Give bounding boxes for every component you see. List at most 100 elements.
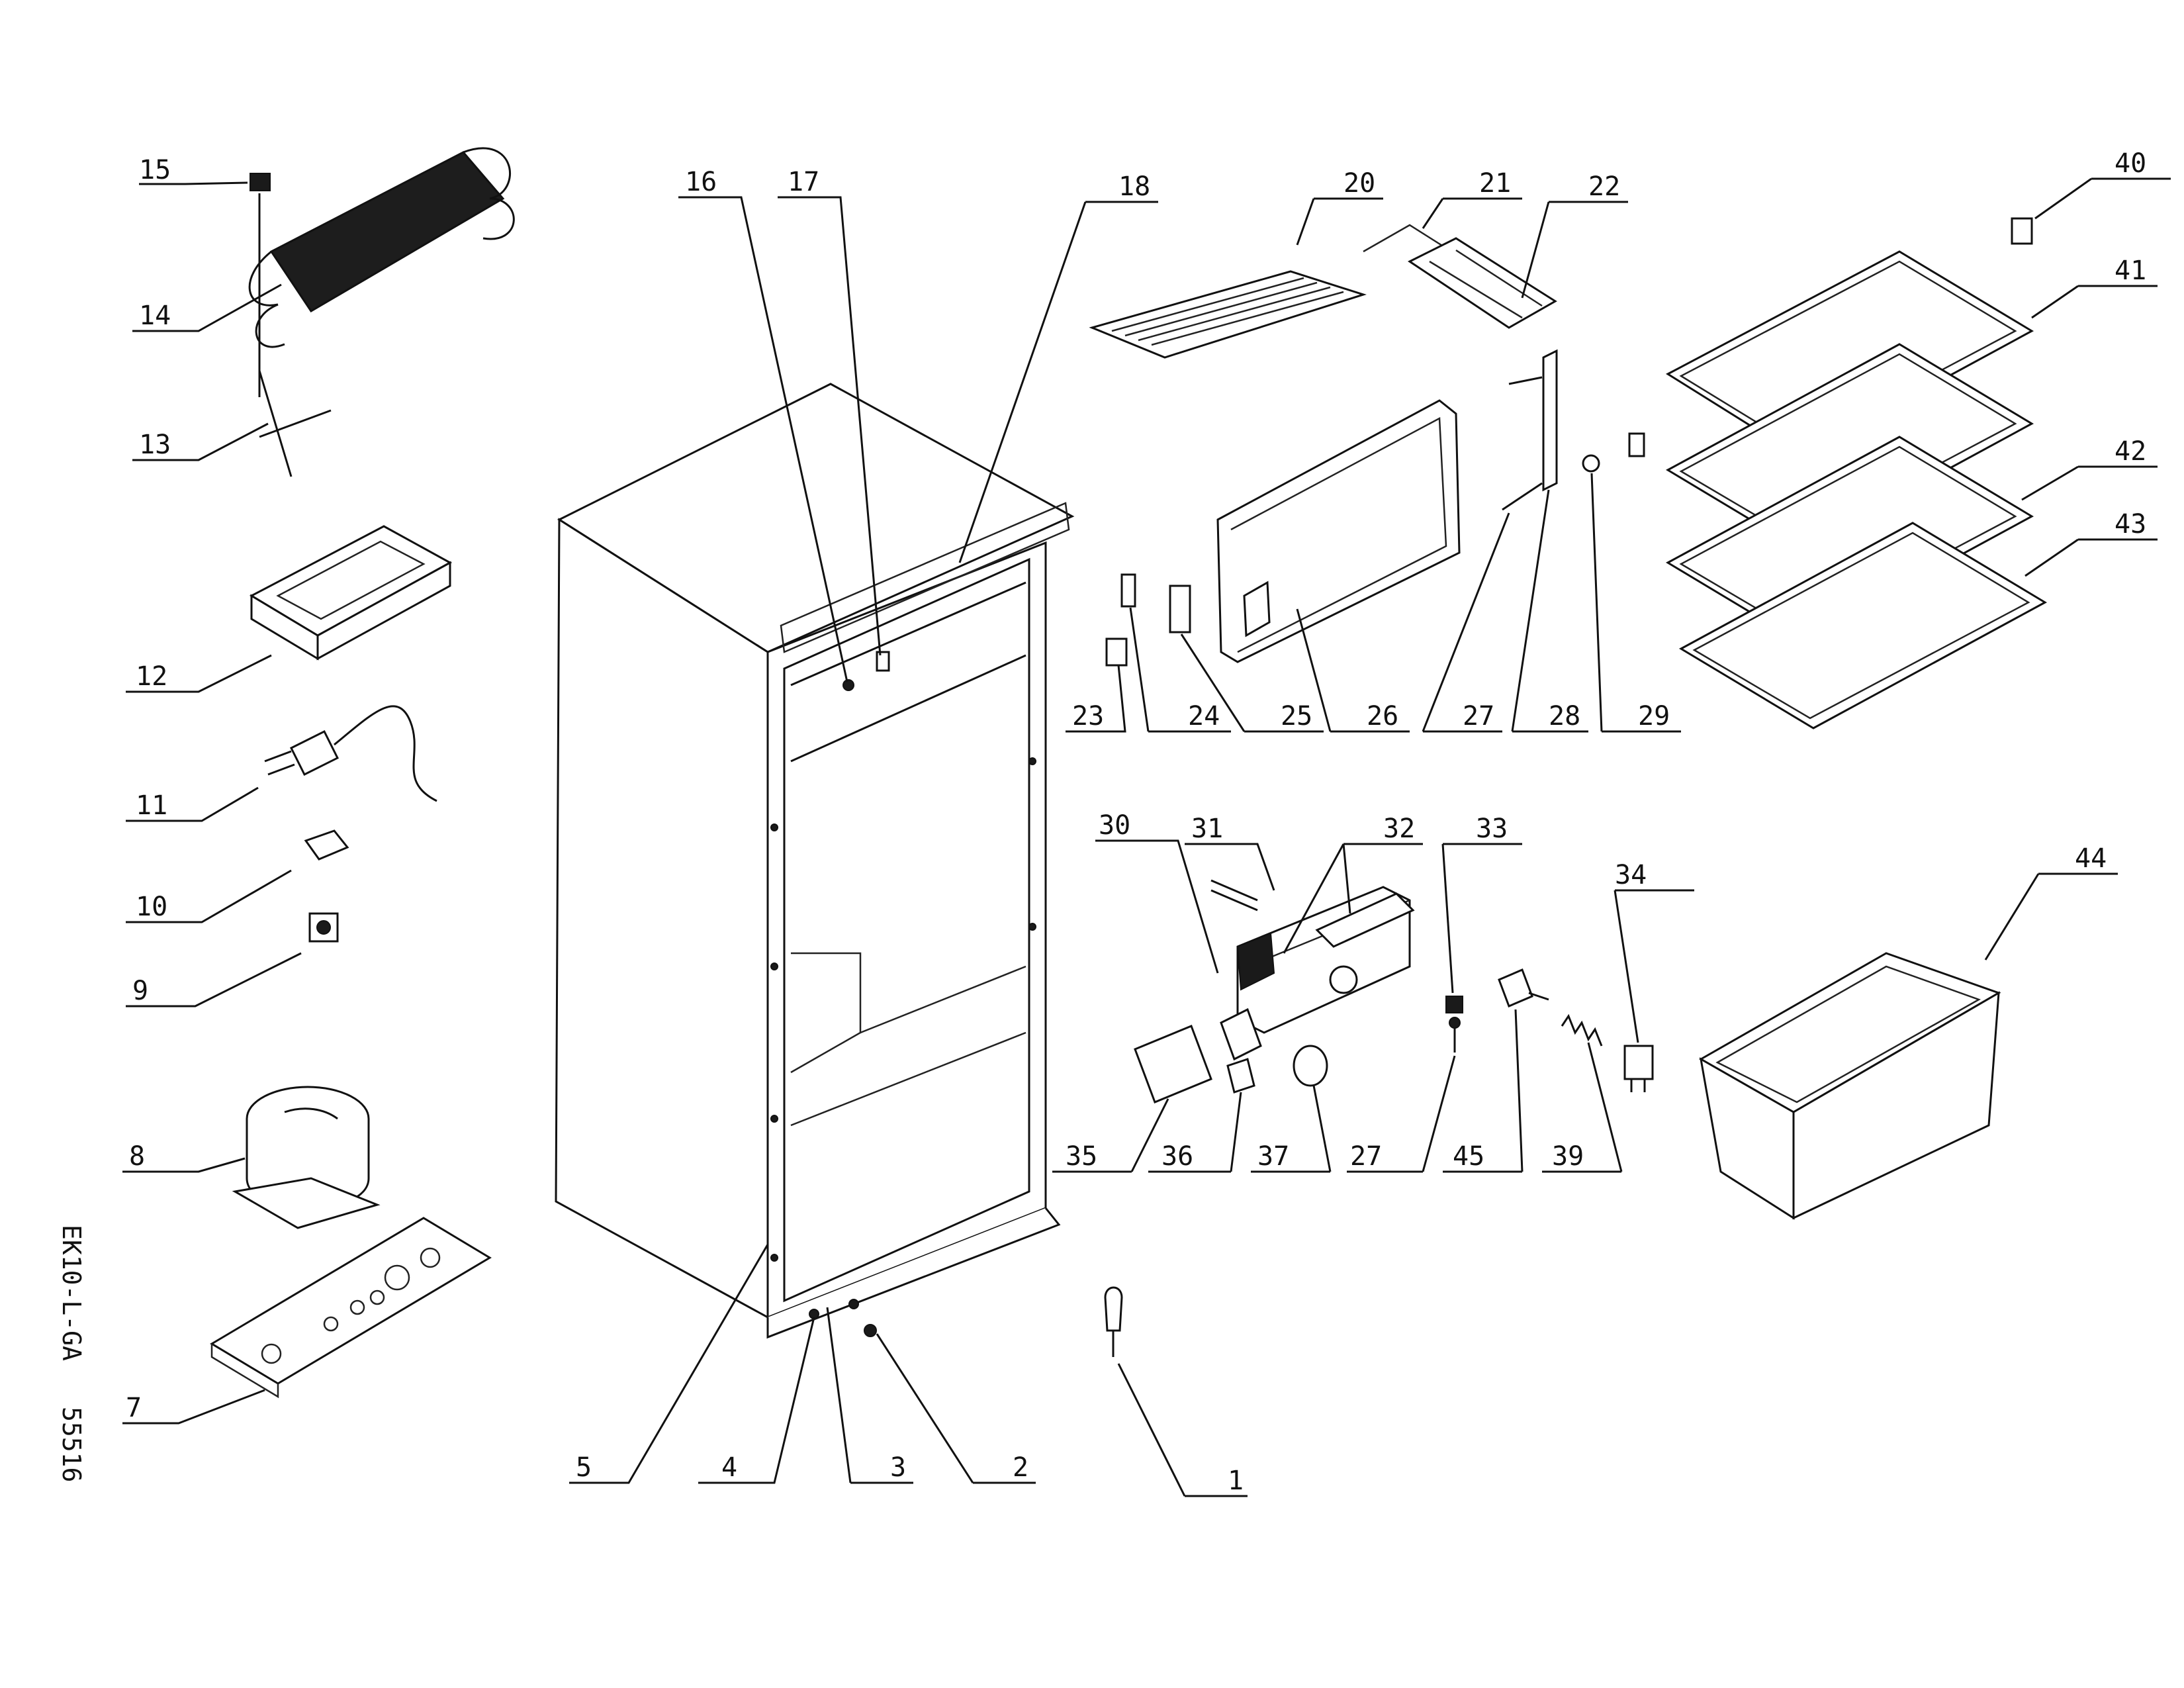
svg-text:11: 11 bbox=[136, 790, 167, 821]
part-12-tray bbox=[249, 525, 453, 661]
svg-text:31: 31 bbox=[1191, 814, 1223, 844]
svg-text:44: 44 bbox=[2075, 843, 2107, 874]
callout-44: 44 bbox=[1984, 843, 2118, 961]
part-33-27-switch-screw bbox=[1445, 996, 1463, 1053]
part-44-crisper-bin bbox=[1698, 952, 2001, 1220]
svg-text:28: 28 bbox=[1549, 701, 1580, 731]
part-14-condenser bbox=[248, 147, 515, 397]
svg-text:37: 37 bbox=[1257, 1141, 1289, 1172]
svg-text:30: 30 bbox=[1099, 810, 1130, 841]
part-39-spring bbox=[1561, 1013, 1603, 1047]
svg-text:24: 24 bbox=[1188, 701, 1220, 731]
svg-text:55516: 55516 bbox=[57, 1407, 86, 1482]
svg-text:13: 13 bbox=[139, 430, 171, 460]
part-30-32-control-panel bbox=[1236, 886, 1415, 1034]
svg-text:1: 1 bbox=[1228, 1466, 1244, 1496]
part-7-base-plate bbox=[210, 1217, 492, 1399]
svg-text:29: 29 bbox=[1638, 701, 1670, 731]
svg-text:33: 33 bbox=[1476, 814, 1508, 844]
svg-text:42: 42 bbox=[2115, 436, 2146, 467]
part-36-lamp bbox=[1220, 1008, 1262, 1094]
callout-24: 24 bbox=[1129, 607, 1231, 733]
svg-text:18: 18 bbox=[1118, 171, 1150, 202]
callout-11: 11 bbox=[126, 786, 259, 822]
svg-text:32: 32 bbox=[1383, 814, 1415, 844]
svg-text:41: 41 bbox=[2115, 256, 2146, 286]
callout-32: 32 bbox=[1283, 814, 1423, 954]
svg-text:7: 7 bbox=[126, 1393, 142, 1423]
svg-text:36: 36 bbox=[1161, 1141, 1193, 1172]
svg-text:27: 27 bbox=[1463, 701, 1494, 731]
callout-2: 2 bbox=[876, 1333, 1036, 1484]
callout-15: 15 bbox=[139, 155, 248, 185]
part-20-wire-shelf bbox=[1089, 270, 1367, 359]
callout-43: 43 bbox=[2025, 509, 2158, 577]
part-37-knob bbox=[1293, 1045, 1328, 1087]
callout-3: 3 bbox=[826, 1307, 913, 1484]
svg-text:23: 23 bbox=[1072, 701, 1104, 731]
callout-31: 31 bbox=[1185, 814, 1275, 891]
callout-7: 7 bbox=[122, 1389, 265, 1425]
callout-27-top: 27 bbox=[1422, 512, 1510, 733]
svg-text:17: 17 bbox=[788, 167, 819, 197]
part-45-switch bbox=[1498, 968, 1549, 1008]
svg-text:15: 15 bbox=[139, 155, 171, 185]
part-23-25-latch bbox=[1105, 573, 1191, 667]
callout-8: 8 bbox=[122, 1141, 246, 1173]
svg-text:39: 39 bbox=[1552, 1141, 1584, 1172]
callout-12: 12 bbox=[126, 654, 272, 693]
callout-9: 9 bbox=[126, 952, 302, 1008]
callout-13: 13 bbox=[132, 422, 269, 461]
svg-text:27: 27 bbox=[1350, 1141, 1382, 1172]
svg-text:45: 45 bbox=[1453, 1141, 1484, 1172]
callout-37: 37 bbox=[1251, 1085, 1332, 1173]
callout-35: 35 bbox=[1052, 1098, 1169, 1173]
part-35-lamp-cover bbox=[1134, 1025, 1212, 1103]
callout-22: 22 bbox=[1521, 171, 1628, 299]
callout-45: 45 bbox=[1443, 1009, 1524, 1173]
svg-text:9: 9 bbox=[132, 976, 148, 1006]
callout-28: 28 bbox=[1511, 489, 1588, 733]
part-34-connector bbox=[1623, 1045, 1654, 1092]
part-27-29-hinge bbox=[1502, 349, 1645, 511]
part-15-cap bbox=[250, 173, 271, 191]
callout-42: 42 bbox=[2021, 436, 2158, 501]
part-5-cabinet bbox=[555, 383, 1075, 1339]
part-2-screw bbox=[864, 1324, 877, 1337]
callout-25: 25 bbox=[1180, 633, 1324, 733]
callout-16: 16 bbox=[678, 167, 848, 682]
part-21-22-ice-tray bbox=[1363, 224, 1557, 329]
svg-text:21: 21 bbox=[1479, 168, 1511, 199]
svg-text:10: 10 bbox=[136, 892, 167, 922]
callout-4: 4 bbox=[698, 1317, 815, 1484]
callout-5: 5 bbox=[569, 1244, 769, 1484]
svg-text:8: 8 bbox=[129, 1141, 145, 1172]
part-31-wire bbox=[1210, 879, 1258, 912]
callout-14: 14 bbox=[132, 283, 282, 332]
part-8-compressor bbox=[232, 1086, 381, 1229]
callout-20: 20 bbox=[1296, 168, 1383, 246]
callout-41: 41 bbox=[2031, 256, 2158, 319]
callout-17: 17 bbox=[778, 167, 882, 656]
callout-36: 36 bbox=[1148, 1092, 1242, 1173]
part-10-relay bbox=[304, 829, 349, 861]
svg-text:22: 22 bbox=[1588, 171, 1620, 202]
callout-29: 29 bbox=[1590, 473, 1681, 733]
callout-40: 40 bbox=[2034, 148, 2171, 220]
callout-30: 30 bbox=[1095, 810, 1219, 974]
svg-text:43: 43 bbox=[2115, 509, 2146, 539]
svg-text:20: 20 bbox=[1343, 168, 1375, 199]
svg-text:25: 25 bbox=[1281, 701, 1312, 731]
svg-text:12: 12 bbox=[136, 661, 167, 692]
callout-26: 26 bbox=[1296, 608, 1410, 733]
callout-21: 21 bbox=[1422, 168, 1522, 229]
svg-text:14: 14 bbox=[139, 301, 171, 331]
callout-10: 10 bbox=[126, 869, 292, 923]
model-code-label: EK10-L-GA bbox=[57, 1225, 86, 1361]
part-9-overload bbox=[308, 912, 339, 943]
svg-text:34: 34 bbox=[1615, 860, 1647, 890]
callout-27-bottom: 27 bbox=[1347, 1055, 1456, 1173]
svg-text:3: 3 bbox=[890, 1452, 906, 1483]
callout-1: 1 bbox=[1117, 1363, 1248, 1497]
